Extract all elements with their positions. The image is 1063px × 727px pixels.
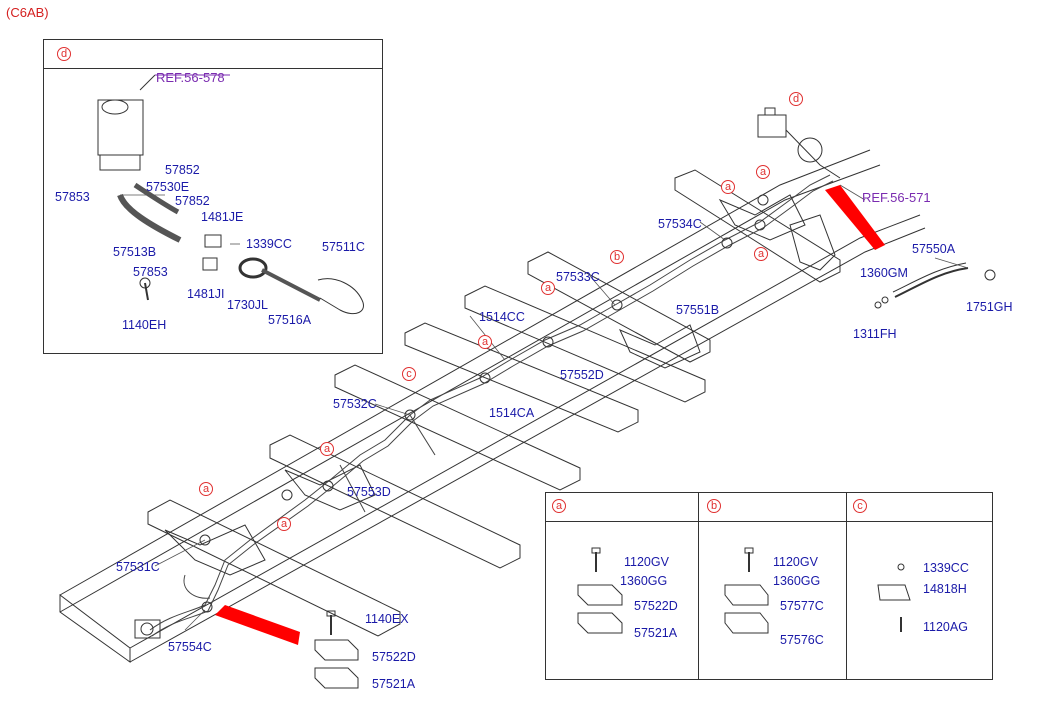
marker-b[interactable]: b bbox=[610, 250, 624, 264]
part-57532C[interactable]: 57532C bbox=[333, 397, 377, 411]
legend-b-57576C[interactable]: 57576C bbox=[780, 633, 824, 647]
part-1140EH[interactable]: 1140EH bbox=[122, 318, 167, 332]
part-57516A[interactable]: 57516A bbox=[268, 313, 312, 327]
part-57554C[interactable]: 57554C bbox=[168, 640, 212, 654]
part-57531C[interactable]: 57531C bbox=[116, 560, 160, 574]
reservoir-small bbox=[757, 107, 841, 179]
cross-members bbox=[147, 169, 841, 637]
part-57530E[interactable]: 57530E bbox=[146, 180, 190, 194]
detail-d-header bbox=[43, 39, 383, 69]
brake-pipes bbox=[149, 174, 834, 637]
part-1730JL[interactable]: 1730JL bbox=[227, 298, 269, 312]
part-57852-b[interactable]: 57852 bbox=[175, 194, 210, 208]
legend-b-parts bbox=[724, 547, 769, 634]
part-57552D[interactable]: 57552D bbox=[560, 368, 604, 382]
part-57521A-lower[interactable]: 57521A bbox=[372, 677, 416, 691]
part-57513B[interactable]: 57513B bbox=[113, 245, 157, 259]
legend-header bbox=[545, 492, 993, 522]
part-57533C[interactable]: 57533C bbox=[556, 270, 600, 284]
legend-marker-a[interactable]: a bbox=[552, 499, 566, 513]
legend-b-57577C[interactable]: 57577C bbox=[780, 599, 824, 613]
legend-divider-1 bbox=[698, 492, 699, 680]
lower-clamp-parts bbox=[314, 610, 359, 689]
valve-assembly bbox=[134, 619, 161, 639]
marker-a-1[interactable]: a bbox=[756, 165, 770, 179]
marker-a-6[interactable]: a bbox=[320, 442, 334, 456]
part-57522D-lower[interactable]: 57522D bbox=[372, 650, 416, 664]
model-code: (C6AB) bbox=[6, 5, 49, 20]
legend-a-57521A[interactable]: 57521A bbox=[634, 626, 678, 640]
legend-c-1339CC[interactable]: 1339CC bbox=[923, 561, 969, 575]
part-57553D[interactable]: 57553D bbox=[347, 485, 391, 499]
legend-c-parts bbox=[877, 563, 911, 632]
legend-a-57522D[interactable]: 57522D bbox=[634, 599, 678, 613]
part-1311FH[interactable]: 1311FH bbox=[853, 327, 897, 341]
part-1481JE[interactable]: 1481JE bbox=[201, 210, 244, 224]
part-1514CC[interactable]: 1514CC bbox=[479, 310, 525, 324]
marker-a-3[interactable]: a bbox=[754, 247, 768, 261]
part-1481JI[interactable]: 1481JI bbox=[187, 287, 225, 301]
legend-a-1120GV[interactable]: 1120GV bbox=[624, 555, 669, 569]
part-1751GH[interactable]: 1751GH bbox=[966, 300, 1013, 314]
part-1514CA[interactable]: 1514CA bbox=[489, 406, 535, 420]
part-57511C[interactable]: 57511C bbox=[322, 240, 365, 254]
legend-marker-c[interactable]: c bbox=[853, 499, 867, 513]
legend-divider-2 bbox=[846, 492, 847, 680]
ref-56-571[interactable]: REF.56-571 bbox=[862, 190, 931, 205]
marker-c[interactable]: c bbox=[402, 367, 416, 381]
marker-a-4[interactable]: a bbox=[541, 281, 555, 295]
marker-a-7[interactable]: a bbox=[199, 482, 213, 496]
frame-rails bbox=[59, 149, 926, 663]
detail-d-box bbox=[43, 39, 383, 354]
legend-b-1120GV[interactable]: 1120GV bbox=[773, 555, 818, 569]
part-57852-a[interactable]: 57852 bbox=[165, 163, 200, 177]
leader-lines bbox=[120, 184, 969, 631]
front-hose bbox=[874, 262, 996, 309]
legend-a-1360GG[interactable]: 1360GG bbox=[620, 574, 668, 588]
gussets bbox=[164, 194, 836, 576]
detail-d-parts bbox=[97, 74, 364, 315]
marker-d-frame[interactable]: d bbox=[789, 92, 803, 106]
legend-a-parts bbox=[577, 547, 623, 634]
marker-a-8[interactable]: a bbox=[277, 517, 291, 531]
part-1360GM[interactable]: 1360GM bbox=[860, 266, 908, 280]
part-57534C[interactable]: 57534C bbox=[658, 217, 702, 231]
legend-marker-b[interactable]: b bbox=[707, 499, 721, 513]
marker-a-2[interactable]: a bbox=[721, 180, 735, 194]
legend-c-14818H[interactable]: 14818H bbox=[923, 582, 967, 596]
ref-56-578[interactable]: REF.56-578 bbox=[156, 70, 225, 85]
legend-c-1120AG[interactable]: 1120AG bbox=[923, 620, 968, 634]
part-57853-a[interactable]: 57853 bbox=[55, 190, 90, 204]
marker-a-5[interactable]: a bbox=[478, 335, 492, 349]
legend-box bbox=[545, 492, 993, 680]
legend-b-1360GG[interactable]: 1360GG bbox=[773, 574, 821, 588]
part-1339CC-d[interactable]: 1339CC bbox=[246, 237, 292, 251]
pipe-clamps bbox=[199, 194, 769, 613]
highlight-arrows bbox=[215, 185, 885, 645]
part-57853-b[interactable]: 57853 bbox=[133, 265, 168, 279]
part-1140EX[interactable]: 1140EX bbox=[365, 612, 409, 626]
part-57551B[interactable]: 57551B bbox=[676, 303, 720, 317]
part-57550A[interactable]: 57550A bbox=[912, 242, 956, 256]
marker-d-inset[interactable]: d bbox=[57, 47, 71, 61]
